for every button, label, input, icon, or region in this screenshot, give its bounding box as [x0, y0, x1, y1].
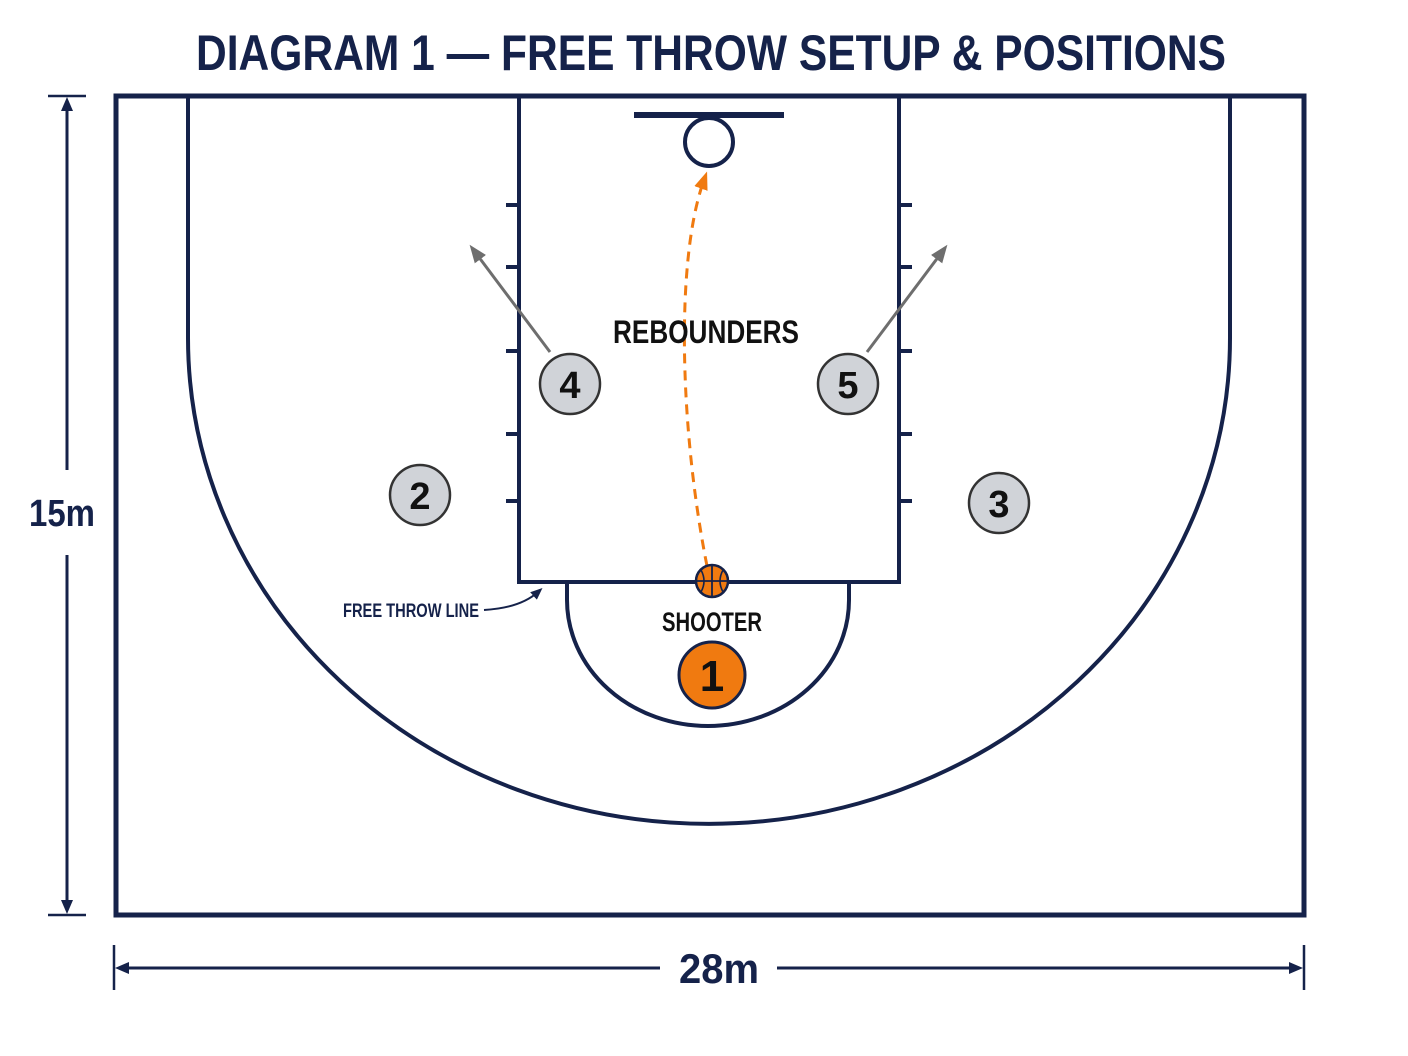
hoop — [683, 116, 735, 168]
player-3: 3 — [967, 471, 1031, 535]
free-throw-circle — [565, 582, 851, 728]
player-1-number: 1 — [700, 652, 724, 701]
player-4-move-arrow — [469, 244, 552, 353]
player-3-marker — [967, 471, 1031, 535]
player-3-number: 3 — [988, 484, 1009, 526]
player-5-move-arrow — [865, 244, 948, 353]
diagram-title: DIAGRAM 1 — FREE THROW SETUP & POSITIONS — [196, 25, 1226, 81]
shot-path-arrow — [682, 171, 709, 567]
free-throw-line-label: FREE THROW LINE — [343, 601, 479, 622]
free-throw-line-pointer — [483, 588, 543, 611]
height-dimension-label: 15m — [29, 493, 95, 535]
three-point-line — [186, 96, 1232, 826]
player-2: 2 — [388, 463, 452, 527]
player-2-marker — [388, 463, 452, 527]
player-4: 4 — [538, 352, 602, 416]
basketball-icon — [694, 563, 730, 599]
width-dimension — [112, 945, 1306, 990]
player-5: 5 — [816, 352, 880, 416]
width-dimension-label: 28m — [679, 945, 759, 992]
player-5-marker — [816, 352, 880, 416]
player-4-marker — [538, 352, 602, 416]
player-1-marker — [677, 640, 747, 710]
height-dimension — [48, 94, 86, 917]
player-2-number: 2 — [409, 476, 430, 518]
rebounders-label: REBOUNDERS — [613, 314, 799, 350]
lane-hash-marks — [506, 203, 912, 503]
shooter-label: SHOOTER — [662, 607, 762, 637]
player-1: 1 — [677, 640, 747, 710]
court-boundary — [113, 93, 1307, 918]
player-4-number: 4 — [559, 365, 580, 407]
player-5-number: 5 — [837, 365, 858, 407]
